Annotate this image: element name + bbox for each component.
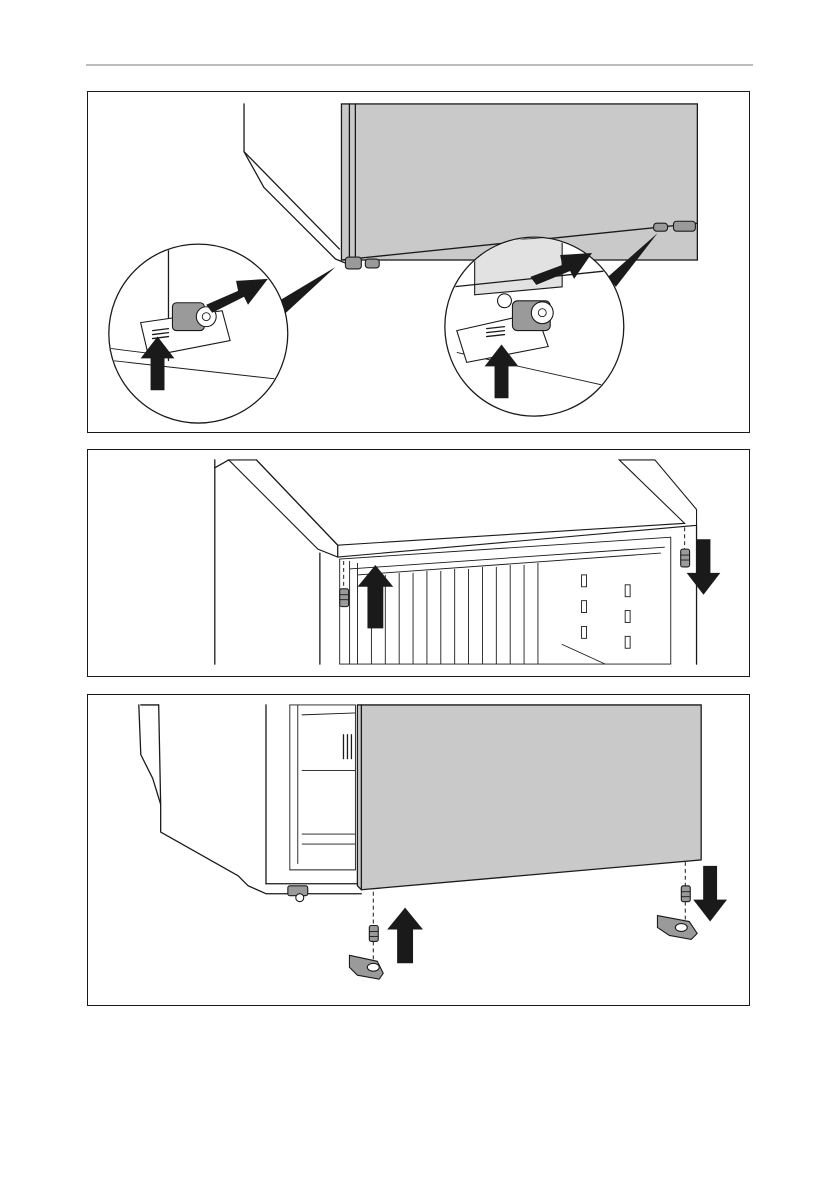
hinge-pin-icon bbox=[369, 926, 378, 942]
cabinet-outline bbox=[139, 705, 362, 902]
door-panel bbox=[341, 104, 697, 260]
hinge-pin-icon bbox=[340, 561, 349, 607]
arrow-icon bbox=[387, 908, 423, 964]
hinge-bracket-icon bbox=[657, 862, 697, 940]
figure-hinge-release-detail bbox=[87, 91, 750, 433]
door-foot-right bbox=[654, 223, 668, 231]
detail-circle-left bbox=[109, 241, 288, 423]
illustration-hinge-release bbox=[88, 92, 749, 432]
door-frame bbox=[340, 537, 671, 664]
illustration-door-removal bbox=[88, 695, 749, 1005]
hinge-pin-icon bbox=[681, 886, 690, 902]
cabinet-outline bbox=[244, 104, 345, 263]
door-foot-left bbox=[345, 257, 361, 269]
figure-door-removal-bottom-hinges bbox=[87, 694, 750, 1006]
callout-pointer-left bbox=[276, 267, 336, 315]
header-rule bbox=[86, 64, 753, 66]
hinge-pin-icon bbox=[681, 527, 690, 567]
illustration-top-hinge bbox=[88, 450, 749, 676]
shelf-lines bbox=[371, 563, 538, 664]
detail-circle-right bbox=[445, 237, 626, 416]
figure-hinge-pin-swap-top bbox=[87, 449, 750, 677]
arrow-icon bbox=[693, 866, 727, 922]
appliance-door bbox=[357, 705, 701, 890]
arrow-icon bbox=[687, 539, 721, 595]
hinge-bracket-icon bbox=[349, 892, 383, 979]
